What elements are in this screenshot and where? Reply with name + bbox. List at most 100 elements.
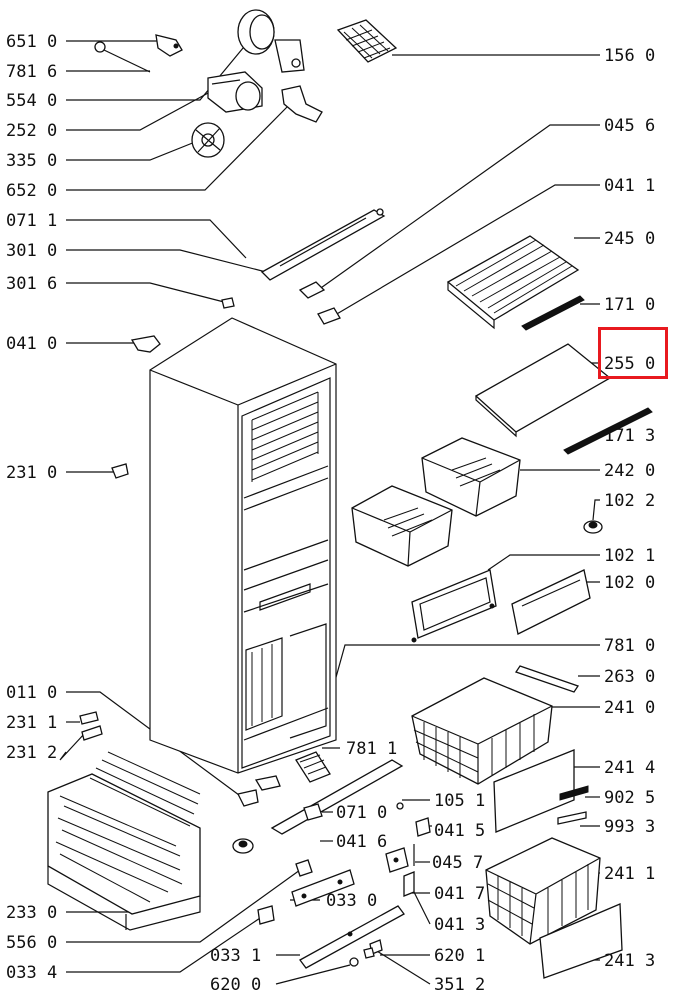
label-041-3: 041 3: [434, 915, 485, 935]
part-trim-strip-171-0: [521, 295, 585, 331]
part-620-0: [349, 957, 359, 967]
part-781-1: [295, 751, 331, 783]
part-cabinet: [149, 317, 337, 774]
part-231-2: [81, 725, 103, 741]
labels-left: 651 0 781 6 554 0 252 0 335 0 652 0 071 1 301 0…: [6, 32, 57, 983]
label-335-0: 335 0: [6, 151, 57, 171]
label-033-0: 033 0: [326, 891, 377, 911]
part-033-4: [257, 905, 275, 925]
labels-right: 156 0 045 6 041 1 245 0 171 0 255 0 171 3 242 0…: [604, 46, 655, 971]
label-241-3: 241 3: [604, 951, 655, 971]
part-wire-basket-upper: [411, 677, 553, 785]
part-lamp-socket: [155, 34, 183, 57]
label-033-1: 033 1: [210, 946, 261, 966]
label-241-0: 241 0: [604, 698, 655, 718]
part-wire-basket-lower: [485, 837, 601, 945]
label-620-1: 620 1: [434, 946, 485, 966]
label-301-6: 301 6: [6, 274, 57, 294]
label-781-1: 781 1: [346, 739, 397, 759]
part-evaporator-coil: [47, 751, 201, 931]
part-motor: [207, 71, 263, 113]
part-strip-993-3: [557, 811, 587, 825]
part-plate-033-0: [291, 869, 355, 907]
label-071-1: 071 1: [6, 211, 57, 231]
part-ice-tray: [336, 19, 398, 63]
part-bar-071-0: [270, 759, 404, 835]
label-011-0: 011 0: [6, 683, 57, 703]
part-clip-041-1: [317, 307, 341, 325]
part-231-1: [79, 711, 99, 725]
part-bracket-041-5: [415, 817, 431, 837]
part-cover-frame: [411, 569, 497, 643]
label-041-1: 041 1: [604, 176, 655, 196]
label-171-0: 171 0: [604, 295, 655, 315]
label-102-2: 102 2: [604, 491, 655, 511]
label-245-0: 245 0: [604, 229, 655, 249]
part-front-panel-241-4: [493, 749, 575, 833]
part-fan-wheel: [191, 122, 225, 158]
part-clip-231-0: [111, 463, 129, 479]
part-hinge-bottom: [237, 775, 281, 807]
label-041-0: 041 0: [6, 334, 57, 354]
part-screw-105-1: [396, 802, 404, 810]
part-small-301-6: [221, 297, 235, 309]
label-241-1: 241 1: [604, 864, 655, 884]
part-front-panel-241-3: [539, 903, 623, 979]
label-781-0: 781 0: [604, 636, 655, 656]
label-231-1: 231 1: [6, 713, 57, 733]
label-651-0: 651 0: [6, 32, 57, 52]
label-556-0: 556 0: [6, 933, 57, 953]
label-652-0: 652 0: [6, 181, 57, 201]
label-781-6: 781 6: [6, 62, 57, 82]
part-bracket-041-3: [385, 847, 409, 873]
label-620-0: 620 0: [210, 975, 261, 995]
label-255-0: 255 0: [604, 354, 655, 374]
label-102-1: 102 1: [604, 546, 655, 566]
part-crisper-drawer-lower: [351, 485, 453, 567]
part-556-0: [295, 859, 313, 877]
label-171-3: 171 3: [604, 426, 655, 446]
label-156-0: 156 0: [604, 46, 655, 66]
label-242-0: 242 0: [604, 461, 655, 481]
part-cable: [94, 41, 151, 73]
part-hinge-041-0: [130, 335, 161, 353]
part-bracket-041-7: [403, 871, 415, 897]
label-252-0: 252 0: [6, 121, 57, 141]
part-spring-902-5: [559, 785, 589, 801]
part-glass-shelf: [474, 343, 612, 438]
part-plate-033-1: [299, 905, 405, 969]
part-fan-ring: [237, 9, 305, 73]
label-351-2: 351 2: [434, 975, 485, 995]
label-301-0: 301 0: [6, 241, 57, 261]
part-knob: [583, 520, 603, 534]
part-small-041-6: [303, 803, 323, 821]
part-wire-shelf: [446, 235, 580, 330]
label-554-0: 554 0: [6, 91, 57, 111]
part-foot-011-0: [232, 838, 254, 854]
part-bracket: [281, 85, 323, 123]
label-045-7: 045 7: [432, 853, 483, 873]
label-041-5: 041 5: [434, 821, 485, 841]
highlight-box: [598, 327, 668, 379]
part-trim-strip-171-3: [563, 407, 653, 455]
part-clip-301-0: [298, 281, 326, 299]
label-041-6: 041 6: [336, 832, 387, 852]
part-crisper-drawer-upper: [421, 437, 521, 517]
label-071-0: 071 0: [336, 803, 387, 823]
label-105-1: 105 1: [434, 791, 485, 811]
label-233-0: 233 0: [6, 903, 57, 923]
part-351-2: [363, 947, 375, 959]
label-902-5: 902 5: [604, 788, 655, 808]
part-strip-263-0: [514, 665, 580, 693]
label-231-2: 231 2: [6, 743, 57, 763]
label-993-3: 993 3: [604, 817, 655, 837]
label-231-0: 231 0: [6, 463, 57, 483]
labels-center: 781 1 105 1 071 0 041 6 041 5 045 7 041 7 033 0…: [210, 739, 485, 995]
label-102-0: 102 0: [604, 573, 655, 593]
label-033-4: 033 4: [6, 963, 57, 983]
label-041-7: 041 7: [434, 884, 485, 904]
label-045-6: 045 6: [604, 116, 655, 136]
label-263-0: 263 0: [604, 667, 655, 687]
